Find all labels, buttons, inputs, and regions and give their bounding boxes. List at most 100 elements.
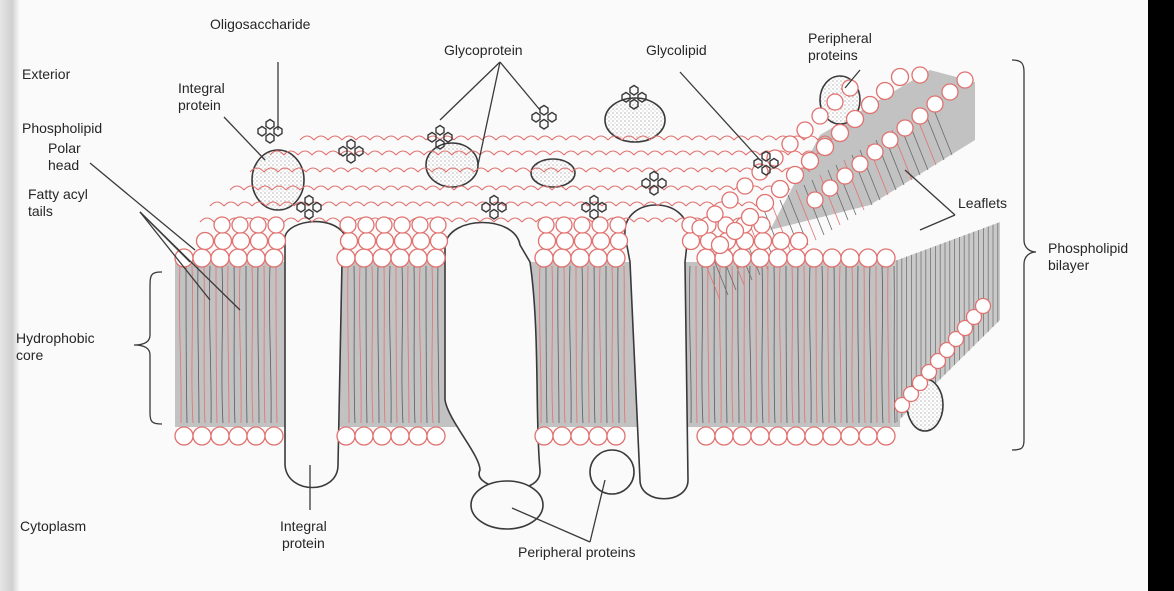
polar-head [337,249,355,267]
polar-head [337,427,355,445]
polar-head [852,156,868,172]
polar-head [692,220,708,236]
polar-head [377,233,394,250]
polar-head [772,181,789,198]
polar-head [412,217,428,233]
polar-head [355,249,373,267]
polar-head [413,233,430,250]
polar-head [722,192,738,208]
polar-head [697,427,715,445]
polar-head [265,249,283,267]
polar-head [607,427,625,445]
polar-head [553,427,571,445]
polar-head [409,249,427,267]
polar-head [697,249,715,267]
label-phospholipid: Phospholipid [22,120,102,137]
polar-head [341,233,358,250]
polar-head [805,249,823,267]
polar-head [251,233,268,250]
polar-head [571,427,589,445]
polar-head [823,249,841,267]
polar-head [589,249,607,267]
polar-head [394,217,410,233]
label-cytoplasm: Cytoplasm [20,518,86,535]
polar-head [574,217,590,233]
label-oligosaccharide: Oligosaccharide [210,16,310,33]
polar-head [976,299,991,314]
label-glycolipid: Glycolipid [646,42,707,59]
polar-head [376,217,392,233]
polar-head [859,249,877,267]
polar-head [607,249,625,267]
polar-head [847,111,864,128]
polar-head [211,249,229,267]
polar-head [358,217,374,233]
polar-head [268,217,284,233]
polar-head [897,120,913,136]
label-glycoprotein: Glycoprotein [444,42,523,59]
polar-head [892,69,909,86]
polar-head [233,233,250,250]
polar-head [912,67,928,83]
polar-head [427,249,445,267]
glycoprotein-blob [426,143,478,187]
polar-head [247,249,265,267]
polar-head [250,217,266,233]
surface-protein-blob-right [605,98,665,142]
polar-head [957,72,973,88]
polar-head [391,427,409,445]
polar-head [827,94,843,110]
polar-head [805,427,823,445]
polar-head [611,233,628,250]
polar-head [769,249,787,267]
polar-head [755,233,772,250]
polar-head [757,195,774,212]
polar-head [837,168,853,184]
label-peripheral-proteins-top: Peripheral proteins [808,30,872,64]
integral-protein-top-blob [252,150,304,210]
polar-head [553,249,571,267]
label-polar-head: Polar head [48,140,81,174]
polar-head [817,139,834,156]
polar-head [882,132,898,148]
polar-head [247,427,265,445]
polar-head [877,249,895,267]
polar-head [395,233,412,250]
polar-head [727,223,744,240]
polar-head [229,249,247,267]
polar-head [359,233,376,250]
polar-head [867,144,883,160]
polar-head [175,427,193,445]
polar-head [823,427,841,445]
polar-head [175,249,193,267]
polar-head [535,427,553,445]
polar-head [610,217,626,233]
polar-head [787,427,805,445]
polar-head [802,153,819,170]
label-leaflets: Leaflets [958,195,1007,212]
label-integral-protein-top: Integral protein [178,80,225,114]
polar-head [409,427,427,445]
polar-head [877,427,895,445]
page-left-edge [0,0,20,591]
polar-head [589,427,607,445]
polar-head [942,84,958,100]
polar-head [773,233,790,250]
polar-head [427,427,445,445]
polar-head [862,97,879,114]
polar-head [832,125,849,142]
polar-head [557,233,574,250]
polar-head [841,249,859,267]
label-hydrophobic-core: Hydrophobic core [16,330,95,364]
polar-head [373,427,391,445]
polar-head [575,233,592,250]
polar-head [538,217,554,233]
polar-head [556,217,572,233]
peripheral-protein-bottom-left [471,481,543,529]
label-integral-protein-bottom: Integral protein [280,518,327,552]
polar-head [733,427,751,445]
polar-head [211,427,229,445]
polar-head [807,192,823,208]
